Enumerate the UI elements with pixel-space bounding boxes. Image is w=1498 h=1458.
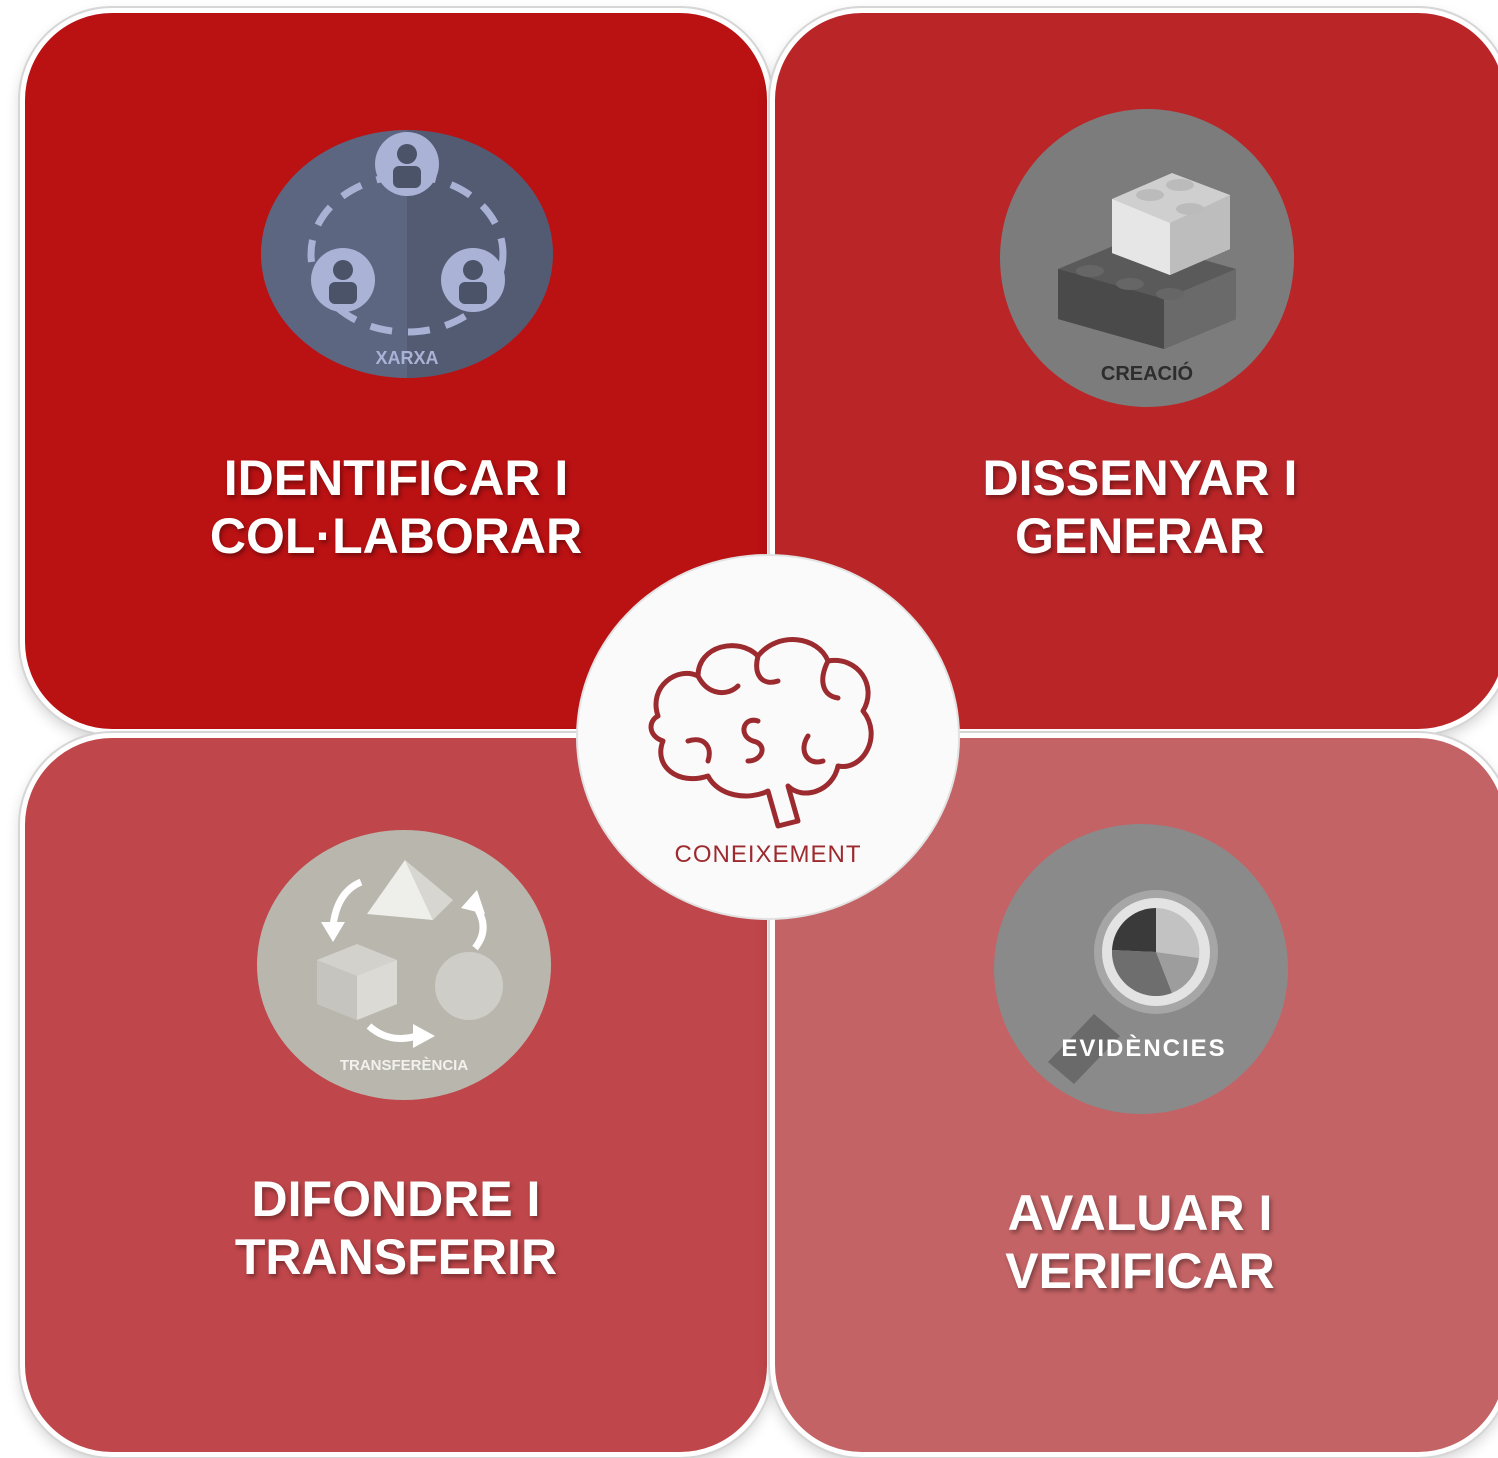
title-line-2: TRANSFERIR [234, 1229, 558, 1285]
title-line-1: DIFONDRE I [251, 1171, 541, 1227]
title-line-2: VERIFICAR [1005, 1243, 1275, 1299]
title-line-1: AVALUAR I [1007, 1185, 1273, 1241]
quadrant-identify-collaborate: XARXA IDENTIFICAR I COL·LABORAR [20, 8, 772, 734]
quadrant-title: IDENTIFICAR I COL·LABORAR [25, 449, 767, 565]
center-knowledge-circle: CONEIXEMENT [578, 556, 958, 918]
icon-label-evidencies: EVIDÈNCIES [1061, 1034, 1226, 1062]
quadrant-title: DISSENYAR I GENERAR [775, 449, 1498, 565]
transfer-shapes-icon: TRANSFERÈNCIA [257, 830, 551, 1100]
icon-label-creacio: CREACIÓ [1101, 361, 1193, 385]
title-line-1: DISSENYAR I [982, 450, 1298, 506]
title-line-2: GENERAR [1014, 508, 1266, 564]
building-blocks-icon: CREACIÓ [1000, 109, 1294, 407]
title-line-1: IDENTIFICAR I [223, 450, 569, 506]
network-people-icon: XARXA [261, 130, 553, 378]
brain-icon [648, 637, 874, 829]
magnifier-chart-icon: EVIDÈNCIES [994, 824, 1288, 1114]
icon-label-xarxa: XARXA [375, 348, 438, 368]
title-line-2: COL·LABORAR [209, 508, 583, 564]
quadrant-title: DIFONDRE I TRANSFERIR [25, 1170, 767, 1286]
center-label: CONEIXEMENT [674, 841, 862, 868]
icon-label-transferencia: TRANSFERÈNCIA [340, 1057, 469, 1074]
quadrant-title: AVALUAR I VERIFICAR [775, 1184, 1498, 1300]
